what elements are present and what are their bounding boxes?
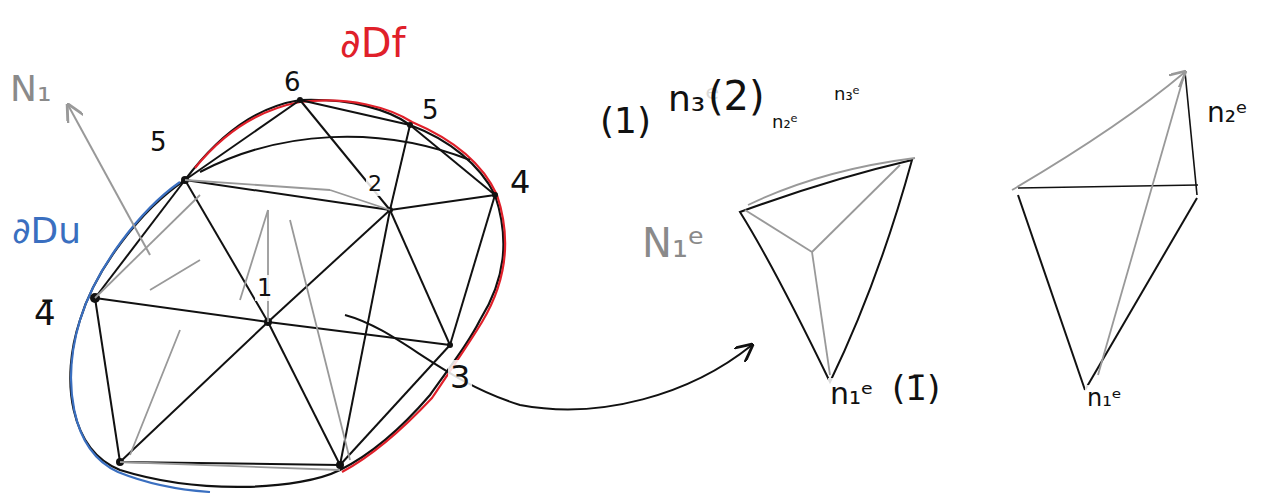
sketch-label: 3 <box>448 360 472 394</box>
element-one <box>740 158 915 382</box>
dual-lines <box>95 180 390 470</box>
sketch-label: 4 <box>508 165 532 199</box>
sketch-label: n₁ᵉ <box>1085 385 1124 411</box>
sketch-label: N₁ᵉ <box>640 222 707 264</box>
sketch-label: 1 <box>255 275 274 301</box>
sketch-label: 5 <box>420 96 441 124</box>
sketch-label: 4̄ <box>32 295 58 331</box>
sketch-label: ∂Du <box>10 212 83 250</box>
sketch-label: ∂Df <box>338 22 408 64</box>
element-two <box>1012 72 1198 390</box>
sketch-label: N₁ <box>8 70 53 108</box>
sketch-label: 2 <box>366 172 384 196</box>
neumann-boundary <box>195 100 505 472</box>
sketch-label: (2) <box>706 75 767 117</box>
sketch-label: n₂ᵉ <box>770 112 800 132</box>
sketch-label: n₁ᵉ <box>828 378 876 410</box>
sketch-label: (1̄) <box>890 370 942 406</box>
sketch-label: 6 <box>282 68 303 96</box>
sketch-label: n₂ᵉ <box>1205 98 1250 128</box>
zoom-arrow <box>345 315 752 409</box>
domain-outline <box>70 100 503 487</box>
sketch-label: n₃ᵉ <box>832 84 862 104</box>
sketch-label: 5̄ <box>148 128 169 156</box>
dirichlet-boundary <box>71 182 210 492</box>
mesh-nodes <box>90 97 498 469</box>
mesh-edges <box>95 100 495 465</box>
sketch-label: (1) <box>598 102 653 140</box>
